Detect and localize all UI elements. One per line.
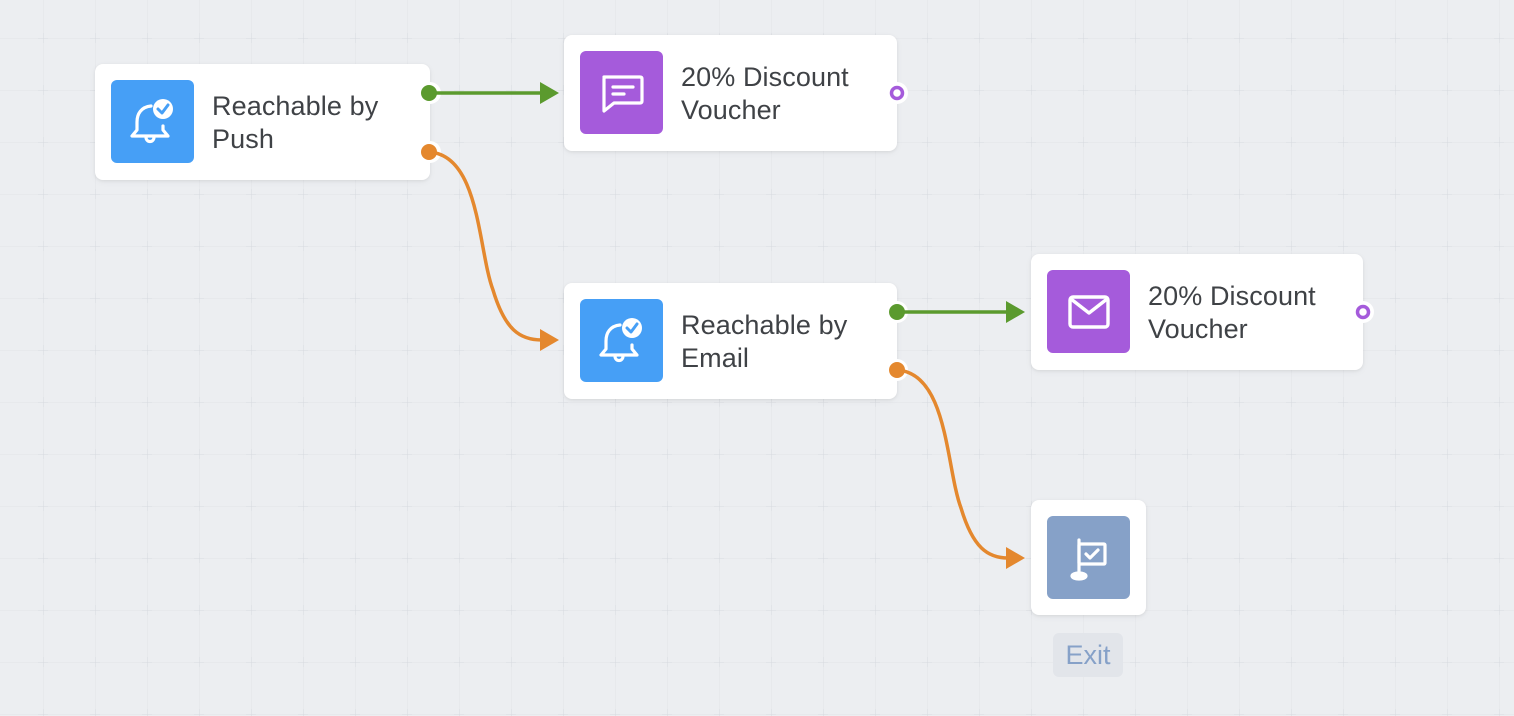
condition-icon-box <box>580 299 663 382</box>
node-reachable-by-email[interactable]: Reachable by Email <box>564 283 908 399</box>
envelope-icon <box>1067 294 1110 329</box>
exit-label: Exit <box>1053 633 1123 677</box>
condition-icon-box <box>111 80 194 163</box>
node-reachable-by-push[interactable]: Reachable by Push <box>95 64 441 180</box>
bell-check-icon <box>129 98 173 143</box>
node-label: Reachable by Push <box>212 91 379 154</box>
node-label: 20% Discount Voucher <box>681 62 849 125</box>
action-icon-box <box>580 51 663 134</box>
bell-check-icon <box>598 317 642 362</box>
node-label: Reachable by Email <box>681 310 848 373</box>
node-discount-voucher-email[interactable]: 20% Discount Voucher <box>1031 254 1374 370</box>
node-exit[interactable] <box>1031 500 1146 615</box>
node-label: 20% Discount Voucher <box>1148 281 1316 344</box>
node-discount-voucher-message[interactable]: 20% Discount Voucher <box>564 35 908 151</box>
exit-icon-box <box>1047 516 1130 599</box>
flag-check-icon <box>1069 537 1107 581</box>
action-icon-box <box>1047 270 1130 353</box>
message-icon <box>601 74 644 113</box>
